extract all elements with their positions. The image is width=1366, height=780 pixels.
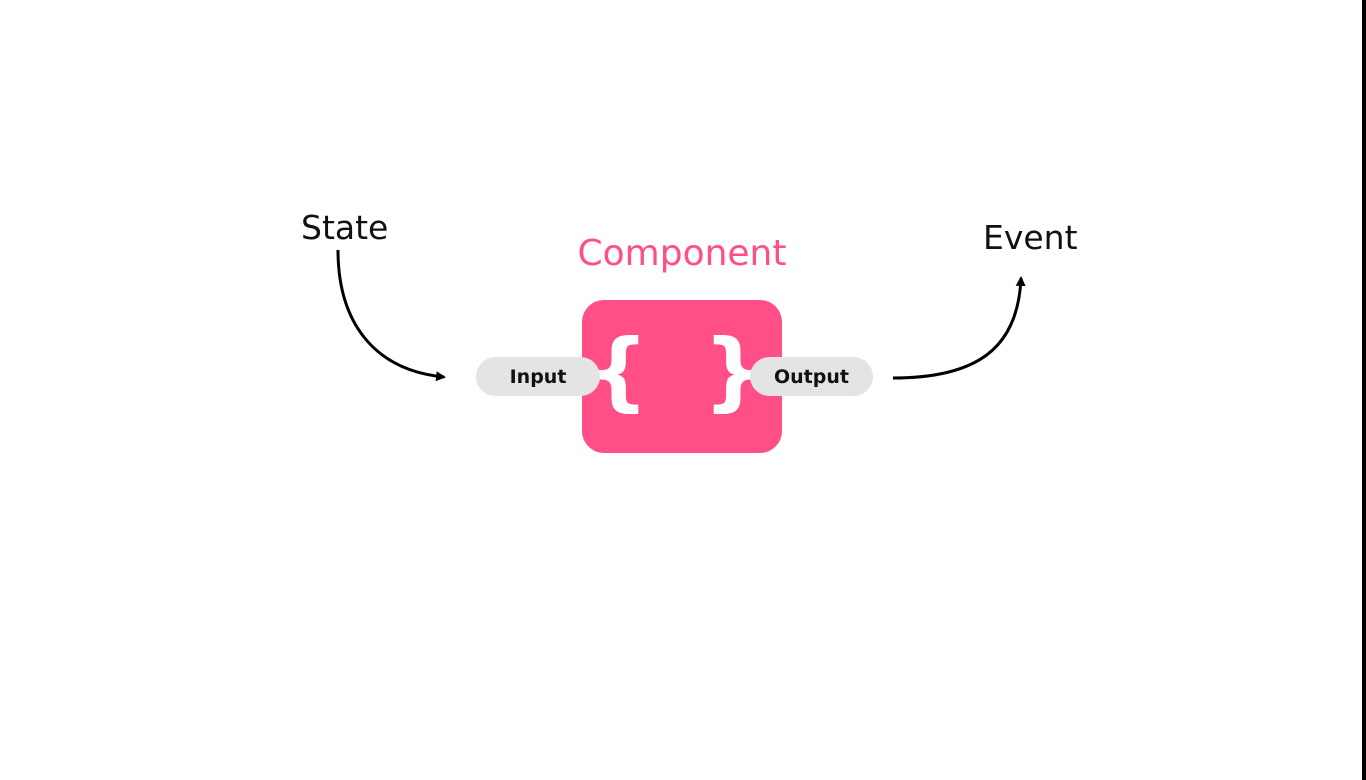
state-to-input-arrow	[336, 249, 446, 382]
input-port: Input	[476, 357, 600, 396]
input-port-label: Input	[509, 365, 567, 388]
component-box	[582, 300, 782, 453]
state-label: State	[301, 208, 389, 247]
output-to-event-arrow	[892, 276, 1026, 380]
right-edge-divider	[1362, 0, 1366, 780]
component-title: Component	[577, 233, 787, 274]
output-port: Output	[750, 357, 873, 396]
curly-braces-icon: { }	[587, 320, 777, 421]
event-label: Event	[983, 218, 1078, 257]
output-port-label: Output	[774, 365, 849, 388]
